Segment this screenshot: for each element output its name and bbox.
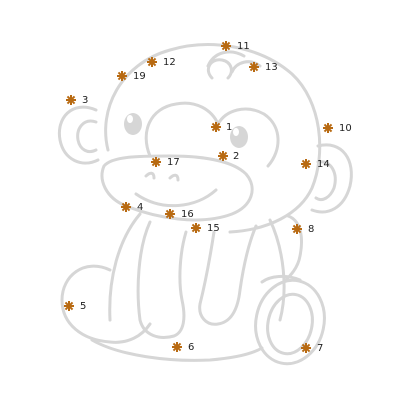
right-arm-outline — [198, 224, 258, 326]
dot-label-10: 10 — [339, 123, 352, 134]
left-leg-outline — [60, 264, 152, 344]
right-eye-highlight — [233, 128, 239, 136]
right-eye — [230, 126, 248, 148]
dot-label-2: 2 — [233, 151, 240, 162]
left-eye — [124, 113, 142, 135]
dot-label-7: 7 — [317, 343, 324, 354]
dot-6[interactable] — [172, 342, 182, 352]
dot-3[interactable] — [66, 95, 76, 105]
dot-label-11: 11 — [237, 41, 250, 52]
dot-label-6: 6 — [188, 342, 195, 353]
left-eye-highlight — [127, 115, 133, 123]
dot-13[interactable] — [249, 62, 259, 72]
right-foot-outline — [254, 278, 326, 366]
dot-label-12: 12 — [163, 57, 176, 68]
dot-label-17: 17 — [167, 157, 180, 168]
dot-8[interactable] — [292, 224, 302, 234]
dot-label-5: 5 — [80, 301, 87, 312]
right-ear-outline — [310, 143, 353, 214]
dot-label-1: 1 — [226, 122, 233, 133]
dot-label-19: 19 — [133, 71, 146, 82]
dot-label-15: 15 — [207, 223, 220, 234]
body-outline — [108, 212, 286, 322]
right-inner-ear-outline — [314, 160, 337, 202]
head-outline — [104, 43, 322, 234]
dot-7[interactable] — [301, 343, 311, 353]
dot-label-8: 8 — [308, 224, 315, 235]
dot-10[interactable] — [323, 123, 333, 133]
dot-label-16: 16 — [181, 209, 194, 220]
dot-16[interactable] — [165, 209, 175, 219]
dot-5[interactable] — [64, 301, 74, 311]
dot-1[interactable] — [211, 122, 221, 132]
dot-15[interactable] — [191, 223, 201, 233]
dot-label-3: 3 — [82, 95, 89, 106]
dot-19[interactable] — [117, 71, 127, 81]
right-leg-outline — [260, 274, 302, 284]
dot-11[interactable] — [221, 41, 231, 51]
dot-label-4: 4 — [137, 202, 144, 213]
dot-label-13: 13 — [265, 62, 278, 73]
right-nostril — [168, 173, 180, 182]
right-foot-pad-outline — [266, 292, 314, 356]
mouth-outline — [134, 188, 218, 208]
left-ear-outline — [57, 105, 100, 165]
dot-17[interactable] — [151, 157, 161, 167]
dot-2[interactable] — [218, 151, 228, 161]
dot-12[interactable] — [147, 57, 157, 67]
dot-14[interactable] — [301, 159, 311, 169]
left-arm-outline — [136, 220, 188, 339]
bottom-outline — [90, 338, 264, 362]
left-nostril — [144, 171, 156, 180]
left-inner-ear-outline — [76, 119, 98, 154]
dot-4[interactable] — [121, 202, 131, 212]
dot-label-14: 14 — [317, 159, 330, 170]
